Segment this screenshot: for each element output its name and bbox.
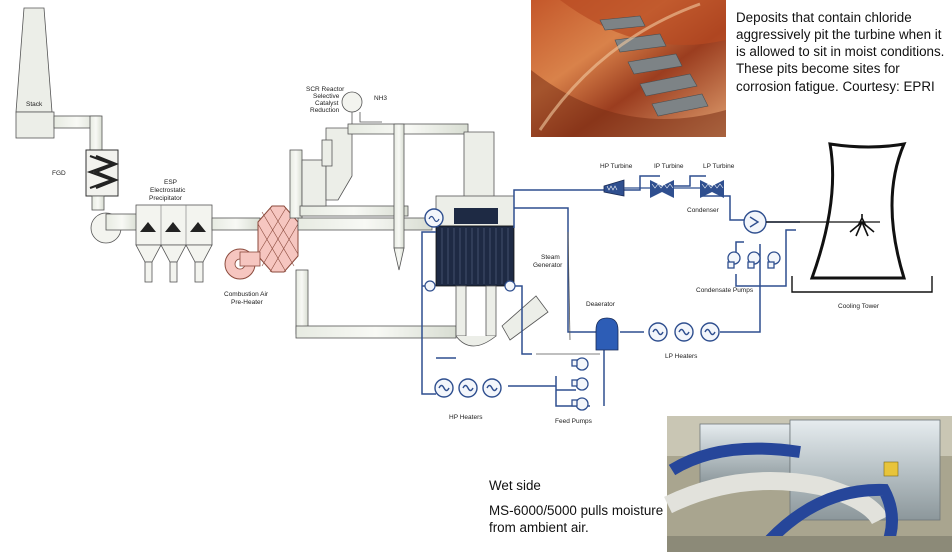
esp-label: ESP xyxy=(164,179,177,186)
duct-esp-preheater xyxy=(211,217,261,231)
condensate-pumps-label: Condensate Pumps xyxy=(696,287,754,294)
cooling-tower-label: Cooling Tower xyxy=(838,303,880,310)
deaerator xyxy=(595,317,619,351)
lp-heaters-label: LP Heaters xyxy=(665,353,698,360)
combustion-label-1: Combustion Air xyxy=(224,291,269,298)
boiler xyxy=(435,131,549,347)
fgd-label: FGD xyxy=(52,170,66,177)
turbine-corrosion-caption: Deposits that contain chloride aggressiv… xyxy=(736,10,945,94)
lp-turbine-label: LP Turbine xyxy=(703,163,735,170)
scr-reactor xyxy=(301,91,382,207)
ip-turbine xyxy=(650,180,674,198)
esp-full-label-2: Precipitator xyxy=(149,195,183,202)
scr-label-4: Reduction xyxy=(310,107,340,114)
hp-turbine xyxy=(603,179,625,197)
steam-generator-label-2: Generator xyxy=(533,262,563,269)
hp-turbine-label: HP Turbine xyxy=(600,163,633,170)
scr-label-1: SCR Reactor xyxy=(306,86,345,93)
wet-side-caption: Wet side MS-6000/5000 pulls moisture fro… xyxy=(489,477,669,536)
thin-lines xyxy=(536,231,600,355)
boiler-pump-right xyxy=(504,280,516,292)
air-preheater xyxy=(224,205,299,280)
boiler-pump-left xyxy=(424,280,436,292)
duct-stack-fgd xyxy=(53,115,103,151)
fgd-fan xyxy=(90,195,139,244)
feed-pumps-label: Feed Pumps xyxy=(555,418,593,425)
esp-unit xyxy=(135,204,213,283)
stack xyxy=(15,7,55,139)
dehumidifier-photo xyxy=(664,416,952,555)
fgd-unit xyxy=(85,149,119,197)
lp-heaters xyxy=(648,322,720,342)
boiler-exchanger xyxy=(424,208,444,228)
nh3-label: NH3 xyxy=(374,95,387,102)
condensate-pumps xyxy=(727,251,781,269)
hp-heaters xyxy=(434,378,502,398)
stack-label: Stack xyxy=(26,101,43,108)
condenser-label: Condenser xyxy=(687,207,720,214)
hp-heaters-label: HP Heaters xyxy=(449,414,483,421)
feed-pumps xyxy=(571,357,589,411)
cooling-tower xyxy=(766,142,933,293)
scr-label-2: Selective xyxy=(313,93,340,100)
deaerator-label: Deaerator xyxy=(586,301,616,308)
combustion-label-2: Pre-Heater xyxy=(231,299,264,306)
esp-full-label-1: Electrostatic xyxy=(150,187,186,194)
steam-generator-label-1: Steam xyxy=(541,254,560,261)
lp-turbine xyxy=(700,180,724,198)
wet-side-title: Wet side xyxy=(489,478,541,493)
scr-label-3: Catalyst xyxy=(315,100,339,107)
ip-turbine-label: IP Turbine xyxy=(654,163,684,170)
condenser xyxy=(743,210,767,234)
duct-scr-boiler xyxy=(347,123,469,271)
wet-side-description: MS-6000/5000 pulls moisture from ambient… xyxy=(489,503,664,536)
turbine-blade-photo xyxy=(531,0,726,137)
